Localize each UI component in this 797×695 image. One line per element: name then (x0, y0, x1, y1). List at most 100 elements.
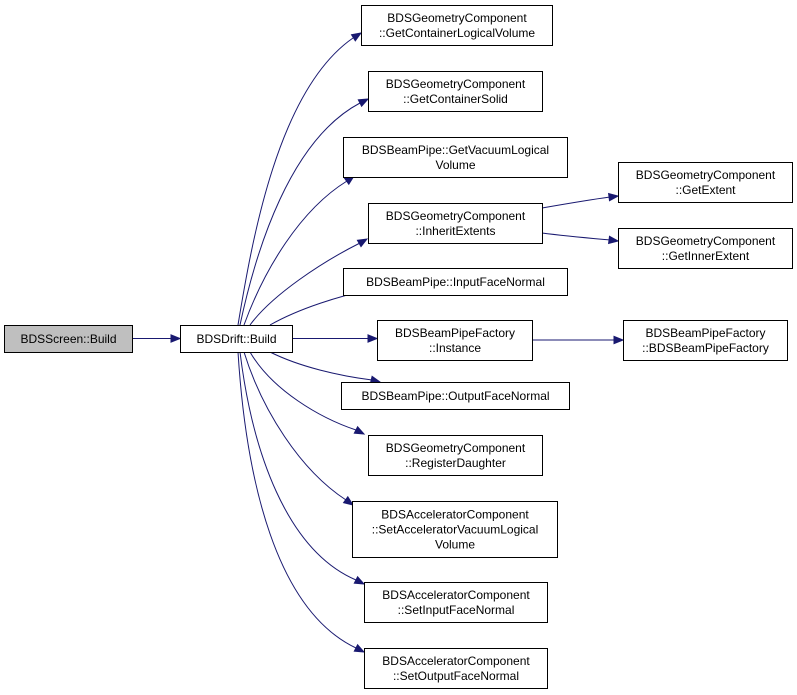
node-label: BDSBeamPipeFactory (645, 326, 765, 340)
arrow-head-icon (342, 495, 355, 506)
edge-line (249, 351, 357, 431)
edge-inherit_extents-to-get_extent (541, 192, 620, 209)
node-get-container-solid[interactable]: BDSGeometryComponent::GetContainerSolid (368, 71, 543, 112)
node-set-input-face-normal[interactable]: BDSAcceleratorComponent::SetInputFaceNor… (364, 582, 548, 623)
edge-line (239, 102, 361, 326)
arrow-head-icon (353, 643, 366, 653)
node-output-face-normal[interactable]: BDSBeamPipe::OutputFaceNormal (341, 382, 570, 410)
node-label: ::GetContainerLogicalVolume (379, 26, 535, 40)
node-box (364, 582, 548, 623)
arrow-head-icon (357, 98, 370, 108)
node-label: BDSBeamPipe::InputFaceNormal (366, 275, 545, 289)
node-set-accel-vacuum-lv[interactable]: BDSAcceleratorComponent::SetAcceleratorV… (352, 501, 558, 558)
node-box (343, 137, 568, 178)
arrow-head-icon (170, 334, 182, 343)
edge-line (237, 351, 357, 649)
edge-line (239, 351, 357, 581)
node-box (352, 501, 558, 558)
node-box (361, 5, 553, 46)
node-input-face-normal[interactable]: BDSBeamPipe::InputFaceNormal (343, 268, 568, 296)
node-label: BDSGeometryComponent (386, 209, 526, 223)
node-label: BDSGeometryComponent (387, 11, 527, 25)
node-box (343, 268, 568, 296)
node-get-extent[interactable]: BDSGeometryComponent::GetExtent (618, 162, 793, 203)
node-box (368, 71, 543, 112)
node-label: ::SetInputFaceNormal (398, 603, 515, 617)
node-label: ::SetAcceleratorVacuumLogical (372, 523, 539, 537)
node-box (618, 162, 793, 203)
node-factory-instance[interactable]: BDSBeamPipeFactory::Instance (377, 320, 533, 361)
arrow-head-icon (350, 32, 363, 42)
node-label: BDSGeometryComponent (636, 234, 776, 248)
node-label: BDSGeometryComponent (386, 77, 526, 91)
edge-factory_instance-to-factory_ctor (532, 335, 625, 345)
edge-line (269, 351, 373, 381)
node-get-inner-extent[interactable]: BDSGeometryComponent::GetInnerExtent (618, 228, 793, 269)
node-box (618, 228, 793, 269)
edge-line (541, 232, 611, 241)
edge-line (541, 196, 611, 209)
arrow-head-icon (613, 335, 625, 345)
node-box (368, 203, 543, 244)
arrow-head-icon (608, 192, 620, 202)
node-label: BDSAcceleratorComponent (381, 508, 529, 522)
node-label: ::GetExtent (675, 183, 736, 197)
edge-inherit_extents-to-get_inner_extent (541, 232, 620, 245)
node-label: BDSDrift::Build (196, 332, 276, 346)
node-get-container-logical-volume[interactable]: BDSGeometryComponent::GetContainerLogica… (361, 5, 553, 46)
edge-drift_build-to-set_accel_vacuum_lv (243, 351, 355, 506)
node-label: ::GetInnerExtent (662, 249, 750, 263)
edge-drift_build-to-set_input_face_normal (239, 351, 366, 585)
edge-drift_build-to-register_daughter (249, 351, 366, 435)
node-set-output-face-normal[interactable]: BDSAcceleratorComponent::SetOutputFaceNo… (364, 648, 548, 689)
edge-drift_build-to-inherit_extents (249, 238, 369, 326)
node-box (368, 435, 543, 476)
node-register-daughter[interactable]: BDSGeometryComponent::RegisterDaughter (368, 435, 543, 476)
edge-line (237, 37, 354, 326)
node-label: ::SetOutputFaceNormal (393, 669, 519, 683)
node-factory-ctor[interactable]: BDSBeamPipeFactory::BDSBeamPipeFactory (623, 320, 788, 361)
edge-line (243, 180, 348, 326)
node-box (4, 325, 133, 353)
edges-layer (132, 32, 625, 653)
edge-drift_build-to-factory_instance (292, 334, 379, 343)
node-label: BDSBeamPipe::OutputFaceNormal (361, 389, 549, 403)
node-box (623, 320, 788, 361)
edge-drift_build-to-get_container_solid (239, 98, 370, 326)
node-box (377, 320, 533, 361)
node-label: BDSBeamPipeFactory (395, 326, 515, 340)
node-label: BDSGeometryComponent (386, 441, 526, 455)
node-box (341, 382, 570, 410)
arrow-head-icon (367, 334, 379, 343)
edge-line (249, 242, 361, 326)
arrow-head-icon (356, 238, 369, 248)
edge-screen_build-to-drift_build (132, 334, 182, 343)
arrow-head-icon (608, 235, 620, 245)
edge-drift_build-to-get_container_logical_volume (237, 32, 363, 326)
node-label: Volume (435, 158, 475, 172)
node-label: BDSGeometryComponent (636, 168, 776, 182)
arrow-head-icon (353, 575, 366, 585)
node-label: ::Instance (429, 341, 481, 355)
arrow-head-icon (353, 425, 366, 435)
edge-drift_build-to-set_output_face_normal (237, 351, 366, 653)
edge-drift_build-to-output_face_normal (269, 351, 382, 384)
node-label: ::InheritExtents (415, 224, 495, 238)
node-inherit-extents[interactable]: BDSGeometryComponent::InheritExtents (368, 203, 543, 244)
edge-drift_build-to-get_vacuum_logical_volume (243, 175, 356, 326)
node-label: ::GetContainerSolid (403, 92, 508, 106)
node-screen-build[interactable]: BDSScreen::Build (4, 325, 133, 353)
node-box (180, 325, 293, 353)
node-label: BDSBeamPipe::GetVacuumLogical (362, 143, 549, 157)
node-label: BDSScreen::Build (20, 332, 116, 346)
node-box (364, 648, 548, 689)
node-label: BDSAcceleratorComponent (382, 654, 530, 668)
node-drift-build[interactable]: BDSDrift::Build (180, 325, 293, 353)
node-label: Volume (435, 538, 475, 552)
node-label: ::RegisterDaughter (405, 456, 506, 470)
node-label: BDSAcceleratorComponent (382, 588, 530, 602)
node-label: ::BDSBeamPipeFactory (642, 341, 769, 355)
